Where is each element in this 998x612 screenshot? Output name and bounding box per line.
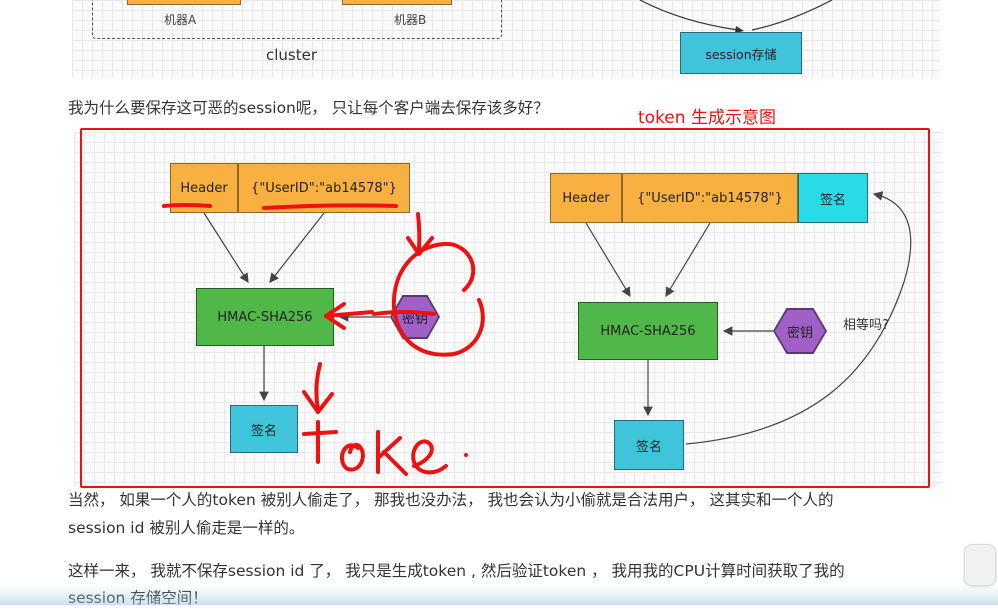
top-figure: 机器A 机器B cluster session存储 — [72, 0, 940, 78]
progress-scrubber[interactable] — [964, 544, 996, 586]
red-annotations — [162, 203, 485, 476]
diagram-arrows — [203, 191, 912, 445]
right-sig-top-box: 签名 — [798, 173, 868, 223]
right-payload-box: {"UserID":"ab14578"} — [622, 173, 798, 223]
red-highlight-frame — [80, 128, 930, 488]
cluster-label: cluster — [266, 46, 318, 64]
left-hmac-box: HMAC-SHA256 — [196, 288, 334, 346]
session-store-box: session存储 — [680, 32, 802, 74]
top-arrows — [639, 0, 833, 33]
machine-b-box — [342, 0, 452, 5]
machine-a-box — [127, 0, 241, 5]
question-text: 我为什么要保存这可恶的session呢， 只让每个客户端去保存该多好？ — [68, 99, 549, 117]
right-compare-label: 相等吗? — [843, 318, 889, 333]
right-header-box: Header — [550, 173, 622, 223]
right-hmac-box: HMAC-SHA256 — [578, 302, 718, 360]
right-signature-box: 签名 — [614, 420, 684, 470]
machine-a-label: 机器A — [164, 13, 197, 27]
paragraph1-line2: session id 被别人偷走是一样的。 — [68, 519, 305, 537]
token-diagram: Header {"UserID":"ab14578"} HMAC-SHA256 … — [74, 132, 942, 487]
paragraph1-line1: 当然， 如果一个人的token 被别人偷走了， 那我也没办法， 我也会认为小偷就… — [68, 491, 834, 509]
bottom-fade-overlay — [0, 586, 998, 605]
paragraph2-line1: 这样一来， 我就不保存session id 了， 我只是生成token , 然后… — [68, 562, 845, 580]
left-signature-box: 签名 — [230, 405, 298, 453]
figure-caption: token 生成示意图 — [638, 108, 776, 128]
cluster-box — [92, 0, 502, 39]
machine-b-label: 机器B — [394, 13, 427, 27]
